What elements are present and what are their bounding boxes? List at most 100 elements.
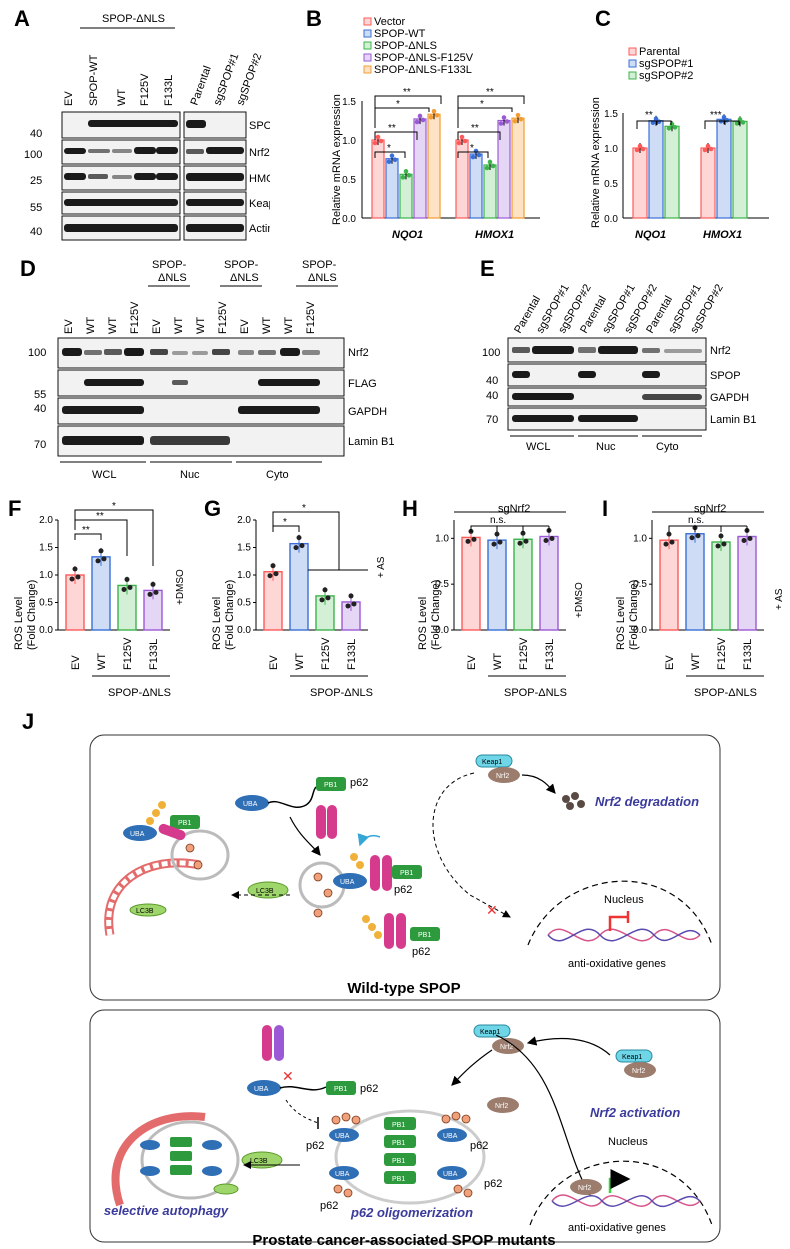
row-label: SPOP <box>710 370 741 382</box>
data-point <box>95 558 101 564</box>
data-point <box>414 119 420 125</box>
svg-text:PB1: PB1 <box>392 1176 405 1183</box>
bar <box>659 539 679 631</box>
legend-b: Vector SPOP-WT SPOP-ΔNLS SPOP-ΔNLS-F125V… <box>363 16 474 76</box>
cargo-pb1 <box>140 1137 239 1195</box>
mw-label: 40 <box>30 128 42 140</box>
x-tick: EV <box>268 655 280 670</box>
panel-label-d: D <box>20 256 36 281</box>
nucleus-label: Nucleus <box>604 894 644 906</box>
blot-d <box>57 337 345 457</box>
y-tick: 0.5 <box>237 598 251 609</box>
bar <box>737 535 757 631</box>
data-point <box>319 597 325 603</box>
sig-mark: * <box>302 503 306 514</box>
y-axis-label: Relative mRNA expression <box>590 97 602 228</box>
svg-text:✕: ✕ <box>282 1068 294 1084</box>
nucleus-label: Nucleus <box>608 1136 648 1148</box>
group-label: SPOP-ΔNLS <box>108 687 171 699</box>
data-point <box>734 121 740 126</box>
panel-label-g: G <box>204 496 221 521</box>
row-label: Lamin B1 <box>348 436 394 448</box>
fraction-label: Cyto <box>656 441 679 453</box>
data-point <box>471 536 477 542</box>
data-point <box>322 587 328 593</box>
svg-text:Keap1: Keap1 <box>480 1029 500 1036</box>
svg-text:Keap1: Keap1 <box>622 1054 642 1061</box>
data-point <box>518 116 524 122</box>
y-tick: 0.0 <box>435 625 449 636</box>
data-point <box>695 533 701 539</box>
svg-text:PB1: PB1 <box>392 1122 405 1129</box>
mw-label: 40 <box>486 390 498 402</box>
x-tick: F125V <box>122 637 134 670</box>
svg-text:LC3B: LC3B <box>256 888 274 895</box>
panel-label-h: H <box>402 496 418 521</box>
mw-e: 100 40 40 70 <box>482 347 500 426</box>
legend-entry: SPOP-WT <box>374 28 426 40</box>
mw-label: 100 <box>24 149 42 161</box>
sig-mark: *** <box>710 110 722 121</box>
spop-mt-icon <box>262 1025 284 1061</box>
bar <box>469 153 483 219</box>
bar <box>385 158 399 219</box>
nrf2-degradation-label: Nrf2 degradation <box>595 794 699 809</box>
y-axis-label: ROS Level(Fold Change) <box>417 580 442 650</box>
bar <box>685 533 705 631</box>
x-tick: F125V <box>518 637 530 670</box>
data-point <box>403 169 409 174</box>
group-label: SPOP-ΔNLS <box>694 687 757 699</box>
fraction-label: Nuc <box>180 469 200 481</box>
data-point <box>515 112 521 118</box>
data-point <box>299 543 305 549</box>
plot-b <box>361 101 540 219</box>
data-point <box>721 115 727 120</box>
mutant-title: Prostate cancer-associated SPOP mutants <box>252 1232 555 1249</box>
mw-label: 40 <box>30 226 42 238</box>
bar <box>539 535 559 631</box>
lc3b-icon <box>129 903 167 917</box>
row-label: Keap1 <box>249 198 270 210</box>
data-point <box>428 114 434 120</box>
keap1-nrf2-complex: Keap1 Nrf2 Keap1 Nrf2 Nrf2 <box>473 1024 656 1113</box>
x-tick: WT <box>690 653 702 670</box>
data-point <box>501 115 507 120</box>
row-label: SPOP <box>249 120 270 132</box>
svg-text:PB1: PB1 <box>400 870 413 877</box>
bar <box>483 164 497 219</box>
bar <box>664 125 680 219</box>
svg-text:PB1: PB1 <box>392 1140 405 1147</box>
p62-spop-complex-center: UBA PB1 p62 <box>333 853 422 896</box>
data-point <box>296 535 302 541</box>
group-label: SPOP-ΔNLS <box>102 13 165 25</box>
mw-label: 55 <box>30 202 42 214</box>
genes-label: anti-oxidative genes <box>568 958 666 970</box>
treatment-label: +DMSO <box>574 582 585 618</box>
sig-bracket <box>74 533 102 540</box>
data-point <box>484 165 490 171</box>
bar <box>732 120 748 219</box>
dna-helix <box>547 911 701 942</box>
group-label: SPOP-ΔNLS <box>504 687 567 699</box>
svg-text:PB1: PB1 <box>324 782 337 789</box>
p62-spop-complex-lower: PB1 p62 <box>362 913 440 958</box>
data-point <box>434 112 440 118</box>
bar <box>700 147 716 219</box>
data-point <box>543 538 549 543</box>
x-group-label: NQO1 <box>392 229 423 241</box>
ubiquitin-dots <box>185 843 333 918</box>
y-tick: 2.0 <box>39 515 53 526</box>
data-point <box>517 540 523 546</box>
x-tick: F125V <box>320 637 332 670</box>
treatment-label: + AS <box>774 588 785 610</box>
data-point <box>348 593 354 599</box>
data-point <box>666 126 672 131</box>
mw-markers: 40 100 25 55 40 <box>24 128 42 238</box>
plot-c <box>622 113 769 219</box>
sig-bracket <box>470 525 550 532</box>
blot-left <box>61 111 181 241</box>
data-point <box>406 173 412 178</box>
data-point <box>72 566 78 572</box>
